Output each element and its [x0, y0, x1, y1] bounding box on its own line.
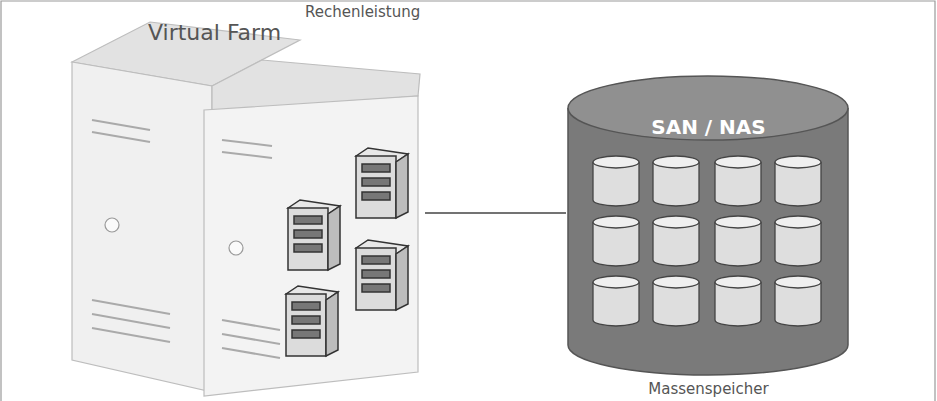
storage-unit: SAN / NAS Massenspeicher	[566, 75, 851, 400]
node-heading: Rechenleistung	[305, 3, 420, 21]
disk-icon	[715, 216, 761, 228]
node-label: Massenspeicher	[648, 380, 768, 398]
storage-cylinder	[568, 76, 848, 375]
disk-icon	[593, 216, 639, 228]
connector-line	[425, 212, 566, 214]
disk-icon	[593, 156, 639, 168]
disk-icon	[653, 216, 699, 228]
disk-icon	[653, 156, 699, 168]
disk-icon	[593, 276, 639, 288]
disk-icon	[653, 276, 699, 288]
node-label: Virtual Farm	[148, 20, 281, 46]
node-heading: SAN / NAS	[651, 115, 765, 139]
disk-icon	[775, 216, 821, 228]
server-illustration	[72, 22, 420, 396]
disk-icon	[775, 276, 821, 288]
disk-icon	[775, 156, 821, 168]
virtual-server-icons	[286, 148, 408, 356]
disk-icon	[715, 276, 761, 288]
server-farm: RechenleistungVirtual Farm	[60, 0, 425, 398]
disk-icon	[715, 156, 761, 168]
